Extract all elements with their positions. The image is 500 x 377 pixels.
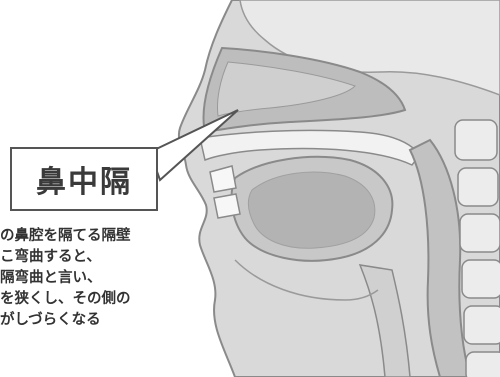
tongue-inner [247,171,376,249]
caption-line: 隔弯曲と言い、 [0,270,102,286]
caption-line: こ弯曲すると、 [0,249,101,265]
vertebra [454,119,498,161]
spine [454,119,500,377]
vertebra [461,259,500,299]
vertebra [465,351,500,377]
jaw-line [234,259,379,301]
caption-line: がしづらくなる [0,312,101,328]
lower-teeth [213,193,241,219]
vertebra [463,305,500,345]
septum-label: 鼻中隔 [10,147,158,211]
caption-line: を狭くし、その側の [0,291,131,307]
caption-line: の鼻腔を隔てる隔壁 [0,228,131,244]
vertebra [459,213,500,253]
upper-teeth [209,165,237,193]
vertebra [457,167,499,207]
caption-text: の鼻腔を隔てる隔壁 こ弯曲すると、 隔弯曲と言い、 を狭くし、その側の がしづら… [0,226,215,331]
nasal-septum [217,61,356,117]
